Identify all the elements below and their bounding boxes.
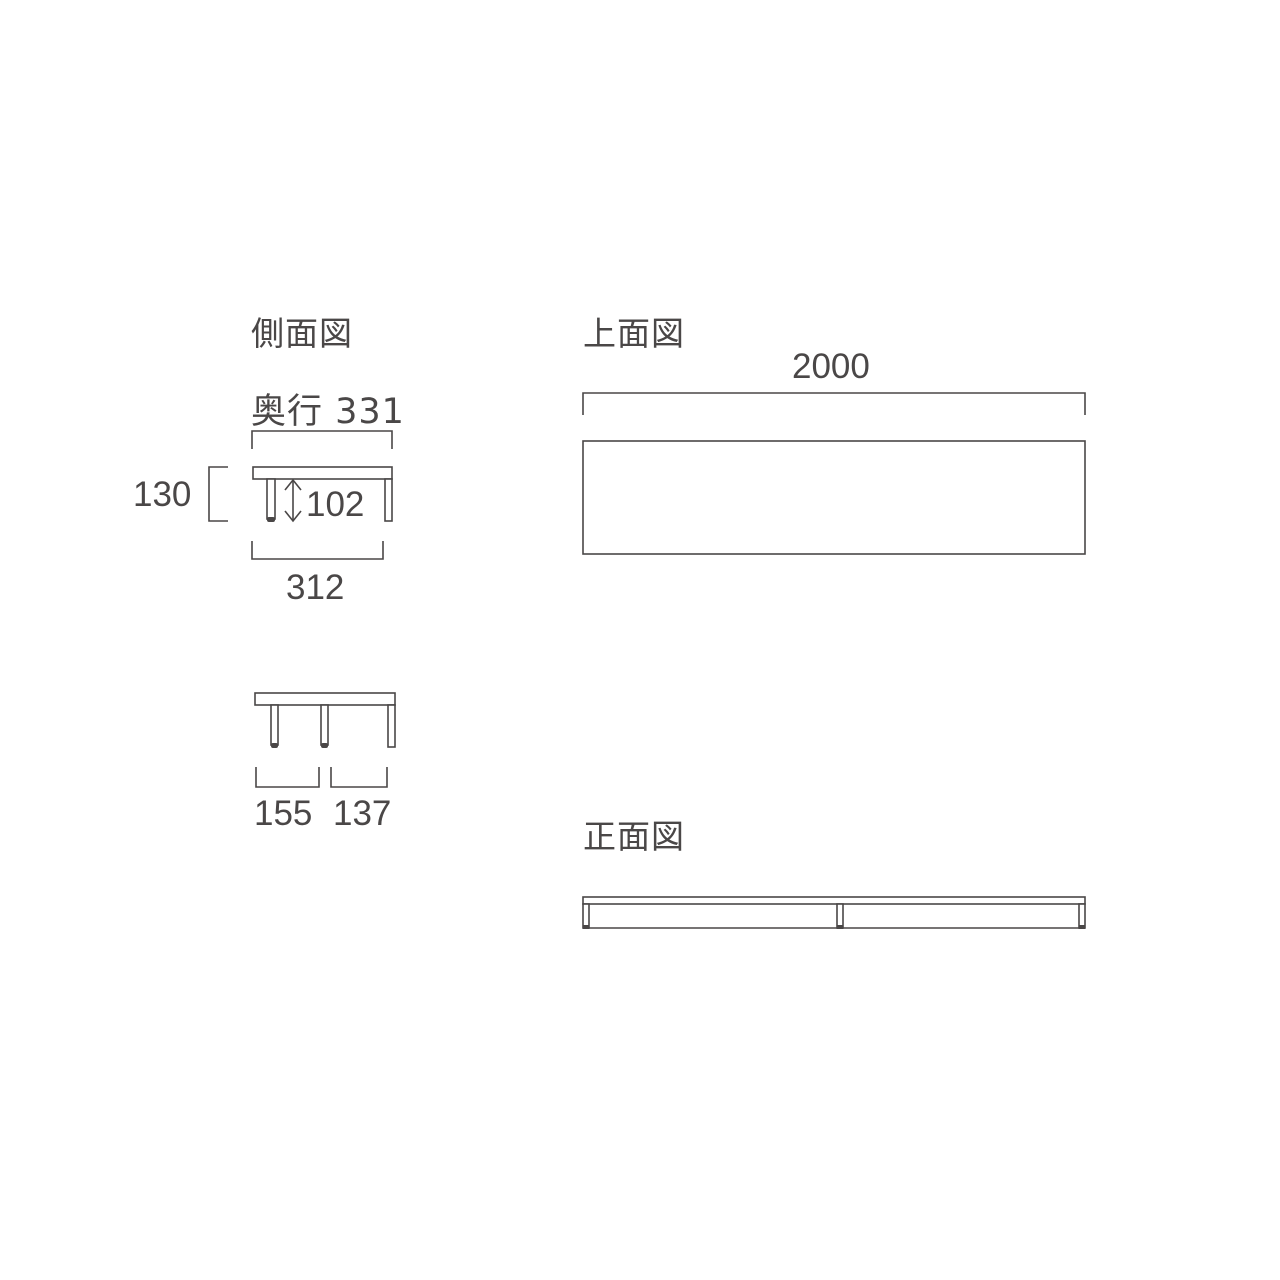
width-dimension-bracket xyxy=(582,392,1086,415)
leg-spacing-label-1: 155 xyxy=(254,794,313,833)
side-view-title: 側面図 xyxy=(251,314,353,353)
depth-dimension-label: 奥行 331 xyxy=(251,392,405,432)
leg-span-dimension-label: 312 xyxy=(286,568,345,607)
front-view-drawing xyxy=(582,896,1086,929)
side-profile-three-legs-drawing xyxy=(254,692,396,748)
inner-height-dimension-label: 102 xyxy=(306,485,365,524)
width-dimension-label: 2000 xyxy=(792,347,870,386)
side-profile-drawing xyxy=(252,466,393,522)
double-arrow-icon xyxy=(284,478,302,523)
depth-dimension-bracket xyxy=(251,430,393,449)
leg-spacing-brackets xyxy=(255,767,388,788)
top-view-title: 上面図 xyxy=(583,314,685,353)
leg-spacing-label-2: 137 xyxy=(333,794,392,833)
front-view-title: 正面図 xyxy=(583,817,685,856)
height-dimension-label: 130 xyxy=(133,475,192,514)
leg-span-dimension-bracket xyxy=(251,541,384,560)
height-dimension-bracket xyxy=(208,466,228,522)
top-view-outline xyxy=(582,440,1086,555)
